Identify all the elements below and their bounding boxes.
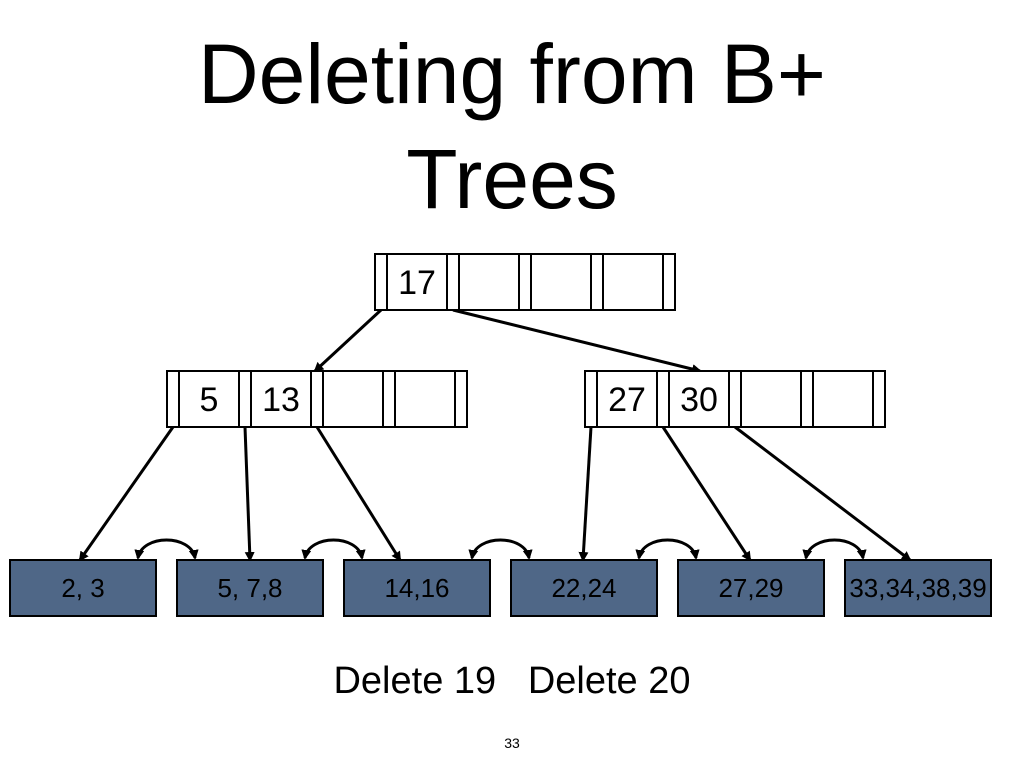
title-line-2: Trees <box>406 132 618 226</box>
leaf-box <box>176 559 324 617</box>
internal-node-right: 27 30 <box>584 370 886 428</box>
tree-links <box>78 308 912 562</box>
leaf-label: 14,16 <box>384 573 449 603</box>
leaf-node: 33,34,38,39 <box>844 559 992 617</box>
instruction-delete-19: Delete 19 <box>333 660 497 702</box>
leaf-label: 27,29 <box>718 573 783 603</box>
right-pointer-1 <box>661 426 752 562</box>
leaf-box <box>677 559 825 617</box>
tree-nodes: 17 5 13 27 30 <box>166 253 886 428</box>
internal-node-right-frame <box>584 370 886 428</box>
internal-node-left-key: 5 <box>200 381 219 419</box>
leaf-node: 27,29 <box>677 559 825 617</box>
internal-node-right-key: 30 <box>680 381 718 419</box>
right-pointer-2 <box>734 425 912 562</box>
leaf-box <box>844 559 992 617</box>
internal-node-left: 5 13 <box>166 370 468 428</box>
leaf-sibling-links <box>134 538 867 560</box>
sibling-link <box>802 538 867 560</box>
leaf-node: 14,16 <box>343 559 491 617</box>
root-node-frame <box>374 253 676 311</box>
root-node: 17 <box>374 253 676 311</box>
internal-node-left-key: 13 <box>262 381 300 419</box>
left-pointer-2 <box>315 426 402 562</box>
leaf-node: 22,24 <box>510 559 658 617</box>
sibling-link <box>635 538 700 560</box>
right-pointer-0 <box>578 426 593 562</box>
root-to-left-pointer <box>313 308 383 373</box>
delete-instructions: Delete 19 Delete 20 <box>0 660 1024 703</box>
sibling-link <box>301 538 366 560</box>
left-pointer-1 <box>243 426 255 562</box>
leaf-label: 22,24 <box>551 573 616 603</box>
tree-leaves: 2, 3 5, 7,8 14,16 22,24 27,29 33,34,38,39 <box>9 559 992 617</box>
leaf-label: 33,34,38,39 <box>849 573 986 603</box>
leaf-label: 5, 7,8 <box>217 573 282 603</box>
leaf-label: 2, 3 <box>61 573 104 603</box>
leaf-box <box>9 559 157 617</box>
leaf-node: 2, 3 <box>9 559 157 617</box>
sibling-link <box>134 538 199 560</box>
page-number: 33 <box>504 735 520 751</box>
internal-node-right-key: 27 <box>608 381 646 419</box>
leaf-box <box>510 559 658 617</box>
left-pointer-0 <box>78 426 175 562</box>
internal-node-left-frame <box>166 370 468 428</box>
leaf-node: 5, 7,8 <box>176 559 324 617</box>
instruction-delete-20: Delete 20 <box>527 660 691 702</box>
root-node-key: 17 <box>398 264 436 302</box>
slide-title: Deleting from B+ Trees <box>0 22 1024 232</box>
leaf-box <box>343 559 491 617</box>
title-line-1: Deleting from B+ <box>198 27 826 121</box>
root-to-right-pointer <box>452 308 702 374</box>
sibling-link <box>468 538 533 560</box>
